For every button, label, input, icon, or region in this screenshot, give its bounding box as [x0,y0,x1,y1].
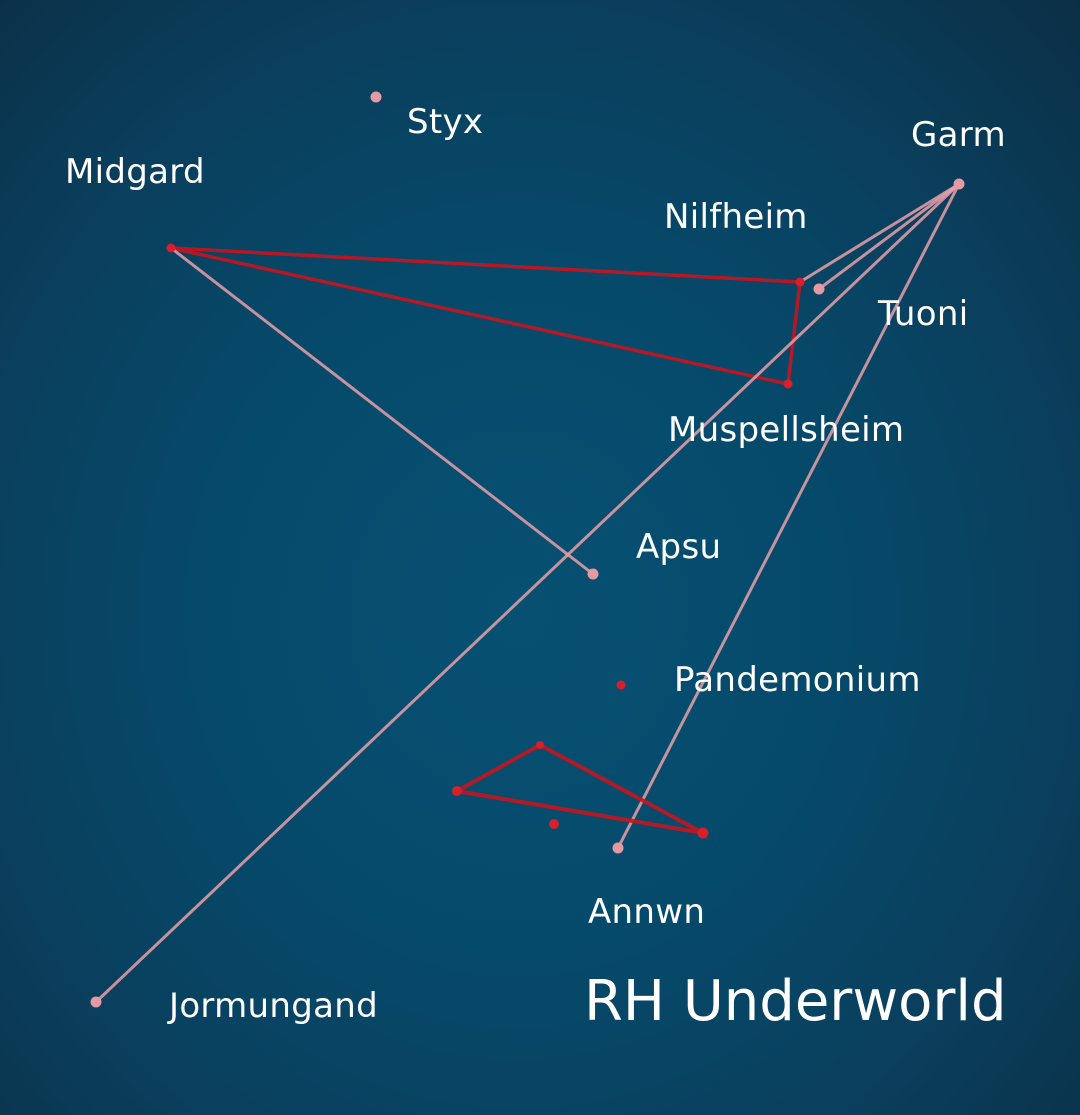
label-apsu: Apsu [636,527,722,567]
node-midgard [166,243,176,253]
red-marker [549,819,559,829]
link-midgard-nilfheim [169,246,802,284]
label-tuoni: Tuoni [878,294,969,334]
link-garm-annwn [616,182,961,850]
triangle-cluster [452,741,709,839]
red-marker [697,827,709,839]
node-nilfheim [795,277,805,287]
node-tuoni [813,283,825,295]
red-marker [536,741,544,749]
label-jormungand: Jormungand [169,986,378,1026]
red-marker [452,786,462,796]
red-triangle [455,743,705,835]
link-garm-jormungand [94,182,961,1004]
node-pandemonium [616,680,626,690]
node-muspellsheim [783,379,793,389]
node-apsu [587,568,599,580]
node-styx [370,91,382,103]
edge-layer [94,182,961,1004]
link-midgard-muspellsheim [169,246,790,386]
map-title: RH Underworld [584,969,1007,1034]
label-garm: Garm [911,115,1006,155]
label-styx: Styx [407,102,484,142]
node-layer [90,91,965,1008]
link-nilfheim-muspellsheim [786,280,802,386]
link-midgard-apsu [169,246,595,576]
node-jormungand [90,996,102,1008]
node-annwn [612,842,624,854]
label-nilfheim: Nilfheim [664,197,808,237]
label-muspellsheim: Muspellsheim [668,410,905,450]
label-midgard: Midgard [65,152,205,192]
link-garm-nilfheim [798,182,961,284]
label-annwn: Annwn [588,892,706,932]
link-garm-tuoni [817,182,961,291]
label-pandemonium: Pandemonium [674,660,921,700]
node-garm [953,178,965,190]
